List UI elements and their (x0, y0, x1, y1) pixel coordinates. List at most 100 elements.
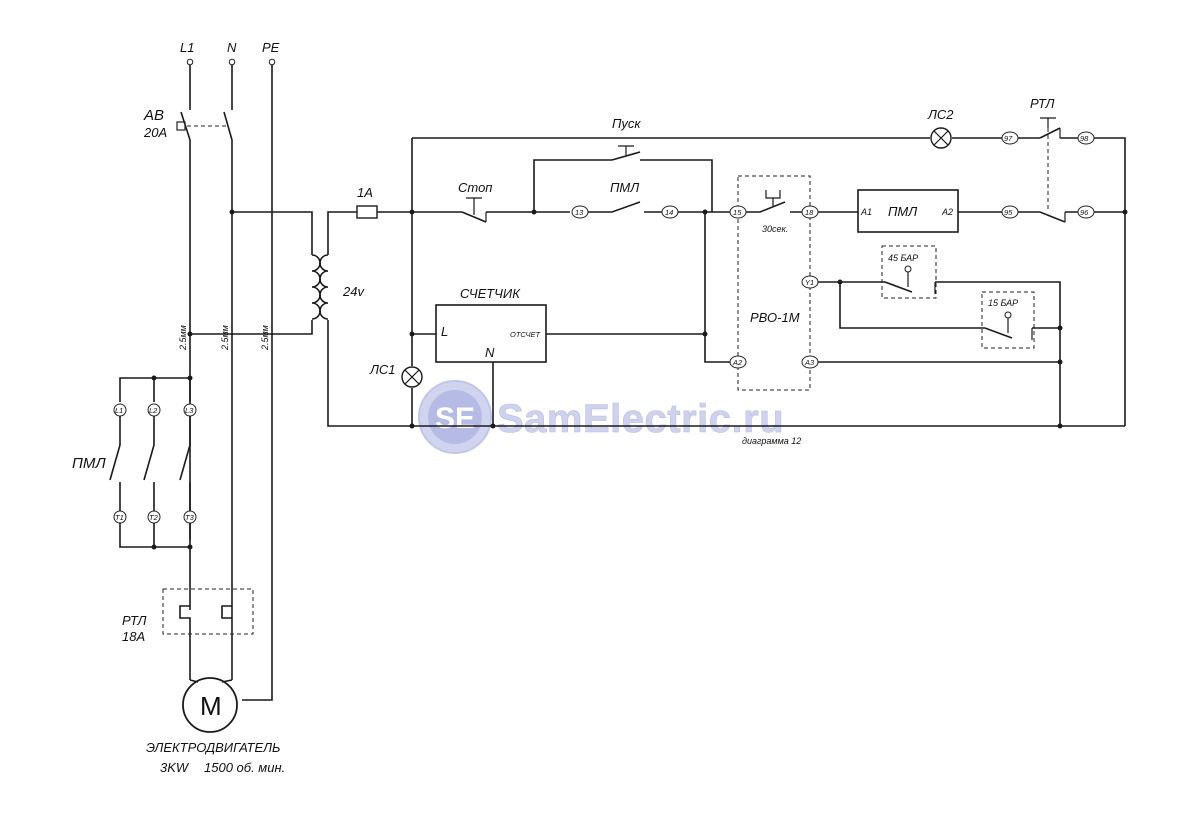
label-pe: PE (262, 40, 280, 55)
terminal-L1-label: L1 (115, 406, 123, 415)
thermal-main-name: РТЛ (122, 613, 146, 628)
thermal-element-2 (221, 605, 232, 619)
counter-l: L (441, 324, 448, 339)
watermark-logo-inner (428, 390, 482, 444)
junction-dot (151, 544, 157, 550)
terminal-97 (1001, 131, 1019, 145)
contactor-coil (857, 189, 959, 233)
terminal-A2-relay-label: A2 (732, 358, 743, 367)
terminal-14-label: 14 (665, 208, 673, 217)
junction-dot (1057, 423, 1063, 429)
start-contact (611, 151, 641, 161)
contactor-pole-1 (109, 416, 121, 511)
terminal-98-label: 98 (1080, 134, 1089, 143)
pressure-high-label: 45 БАР (888, 253, 918, 263)
junction-dot (1057, 325, 1063, 331)
thermal-element-1 (179, 605, 191, 680)
contactor-pole-3 (179, 416, 191, 511)
motor-symbol (182, 677, 238, 733)
transformer-primary-wires (190, 211, 313, 335)
junction-dot (409, 423, 415, 429)
coil-a1: A1 (860, 207, 872, 217)
aux-contact (588, 201, 662, 213)
breaker-pole-l1 (180, 65, 191, 540)
thermal-nc-blade (1039, 127, 1061, 139)
control-circuit: 1А ЛС1 ЛС2 97 98 РТЛ Пуск (327, 96, 1128, 446)
terminal-T2-label: T2 (149, 513, 159, 522)
relay-a2-wire (704, 212, 730, 363)
lamp-ls2-cross (933, 130, 949, 146)
motor-leads (189, 679, 233, 683)
terminal-L3-label: L3 (185, 406, 194, 415)
watermark: SE SamElectric.ru (418, 380, 784, 454)
transformer-voltage: 24v (342, 284, 365, 299)
watermark-logo-text: SE (435, 402, 475, 435)
pressure-low-box (981, 291, 1035, 349)
terminal-98 (1077, 131, 1095, 145)
coil-a2: A2 (941, 207, 953, 217)
aux-contact-name: ПМЛ (610, 180, 639, 195)
pressure-high-gauge (904, 265, 912, 273)
junction-dot (1122, 209, 1128, 215)
contactor-feed (119, 377, 191, 402)
watermark-site-text: SamElectric.ru (497, 397, 784, 441)
thermal-main-rating: 18А (122, 629, 145, 644)
terminal-96-label: 96 (1080, 208, 1089, 217)
control-feed (327, 211, 412, 255)
junction-dot (151, 375, 157, 381)
lamp-ls1-label: ЛС1 (369, 362, 396, 377)
pressure-high-box (881, 245, 937, 299)
start-bypass (533, 159, 713, 212)
power-section: L1 N PE АВ 20А 2.5мм 2.5мм 2.5мм ПМЛ L1 … (72, 40, 285, 775)
motor-speed: 1500 об. мин. (204, 760, 285, 775)
counter-box (435, 304, 547, 363)
start-actuator (618, 145, 634, 155)
thermal-control-name: РТЛ (1030, 96, 1054, 111)
stop-actuator (466, 197, 482, 215)
control-return (327, 320, 1125, 427)
contactor-output-bus (119, 523, 191, 610)
lamp-ls2-label: ЛС2 (927, 107, 954, 122)
motor-power: 3KW (160, 760, 190, 775)
stop-contact (461, 211, 487, 223)
start-label: Пуск (612, 116, 641, 131)
terminal-97-label: 97 (1004, 134, 1013, 143)
terminal-L2-label: L2 (149, 406, 158, 415)
thermal-95-96-contact (1018, 211, 1078, 223)
label-l1: L1 (180, 40, 194, 55)
terminal-15-label: 15 (733, 208, 742, 217)
junction-dot (187, 544, 193, 550)
cable-label-l1: 2.5мм (178, 325, 188, 351)
terminal-A3-label: A3 (804, 358, 815, 367)
fuse-symbol (356, 205, 378, 219)
thermal-main-box (162, 588, 254, 635)
lamp-ls1-cross (404, 369, 420, 385)
terminal-Y1-label: Y1 (805, 278, 814, 287)
cable-label-n: 2.5мм (220, 325, 230, 351)
motor-caption: ЭЛЕКТРОДВИГАТЕЛЬ (146, 740, 281, 755)
pe-conductor (242, 65, 273, 701)
counter-name: СЧЕТЧИК (460, 286, 521, 301)
junction-dot (490, 423, 496, 429)
terminal-95-label: 95 (1004, 208, 1013, 217)
coil-name: ПМЛ (888, 204, 917, 219)
counter-n: N (485, 345, 495, 360)
terminal-n (228, 58, 236, 66)
terminal-13-label: 13 (575, 208, 584, 217)
relay-box (737, 175, 811, 391)
diagram-caption: диаграмма 12 (742, 436, 801, 446)
counter-out: ОТСЧЕТ (510, 330, 542, 339)
relay-a3-wire (818, 361, 1061, 426)
relay-timer-mark (765, 190, 781, 206)
breaker-rating: 20А (143, 125, 167, 140)
junction-dot (187, 375, 193, 381)
pressure-low-wires (839, 282, 1060, 339)
relay-contact (746, 201, 802, 213)
terminal-T1-label: T1 (115, 513, 124, 522)
cable-label-pe: 2.5мм (260, 325, 270, 351)
relay-delay: 30сек. (762, 224, 788, 234)
stop-label: Стоп (458, 180, 492, 195)
transformer: 24v (187, 209, 365, 337)
contactor-main-name: ПМЛ (72, 455, 106, 472)
relay-name: РВО-1М (750, 310, 800, 325)
